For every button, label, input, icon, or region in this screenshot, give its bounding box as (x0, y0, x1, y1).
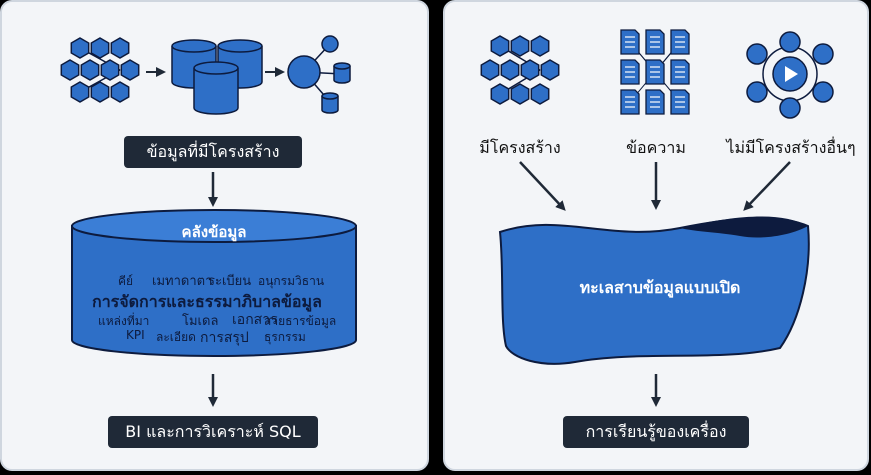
structured-data-label: ข้อมูลที่มีโครงสร้าง (124, 136, 302, 168)
warehouse-word: ระเบียน (208, 274, 252, 289)
data-lake-shape (498, 216, 810, 365)
warehouse-word-highlight: การจัดการและธรรมาภิบาลข้อมูล (92, 292, 322, 311)
bi-sql-label: BI และการวิเคราะห์ SQL (108, 416, 318, 448)
database-cluster-icon (171, 39, 263, 115)
hex-network-icon (60, 37, 140, 103)
warehouse-word: โมเดล (182, 314, 219, 329)
source-label-text: ข้อความ (626, 138, 686, 157)
media-hub-icon (746, 31, 834, 119)
warehouse-cylinder (71, 209, 357, 357)
warehouse-word: KPI (126, 328, 145, 342)
warehouse-title: คลังข้อมูล (181, 223, 247, 241)
warehouse-word: เมทาดาตา (152, 274, 213, 289)
lake-title: ทะเลสาบข้อมูลแบบเปิด (579, 278, 741, 297)
warehouse-word: คีย์ (118, 274, 134, 288)
warehouse-word: สายธารข้อมูล (264, 314, 337, 328)
warehouse-word: ธุรกรรม (264, 330, 306, 344)
warehouse-word: เอกสาร (232, 312, 278, 328)
graph-database-icon (287, 35, 351, 114)
source-label-structured: มีโครงสร้าง (479, 138, 561, 157)
source-label-unstructured: ไม่มีโครงสร้างอื่นๆ (726, 138, 856, 157)
document-grid-icon (620, 29, 690, 115)
structured-source-icon (480, 35, 560, 105)
warehouse-word: แหล่งที่มา (98, 314, 150, 328)
warehouse-word: ละเอียด (156, 330, 196, 344)
warehouse-word: การสรุป (200, 330, 249, 346)
machine-learning-label: การเรียนรู้ของเครื่อง (563, 416, 749, 448)
warehouse-word: อนุกรมวิธาน (258, 274, 325, 288)
